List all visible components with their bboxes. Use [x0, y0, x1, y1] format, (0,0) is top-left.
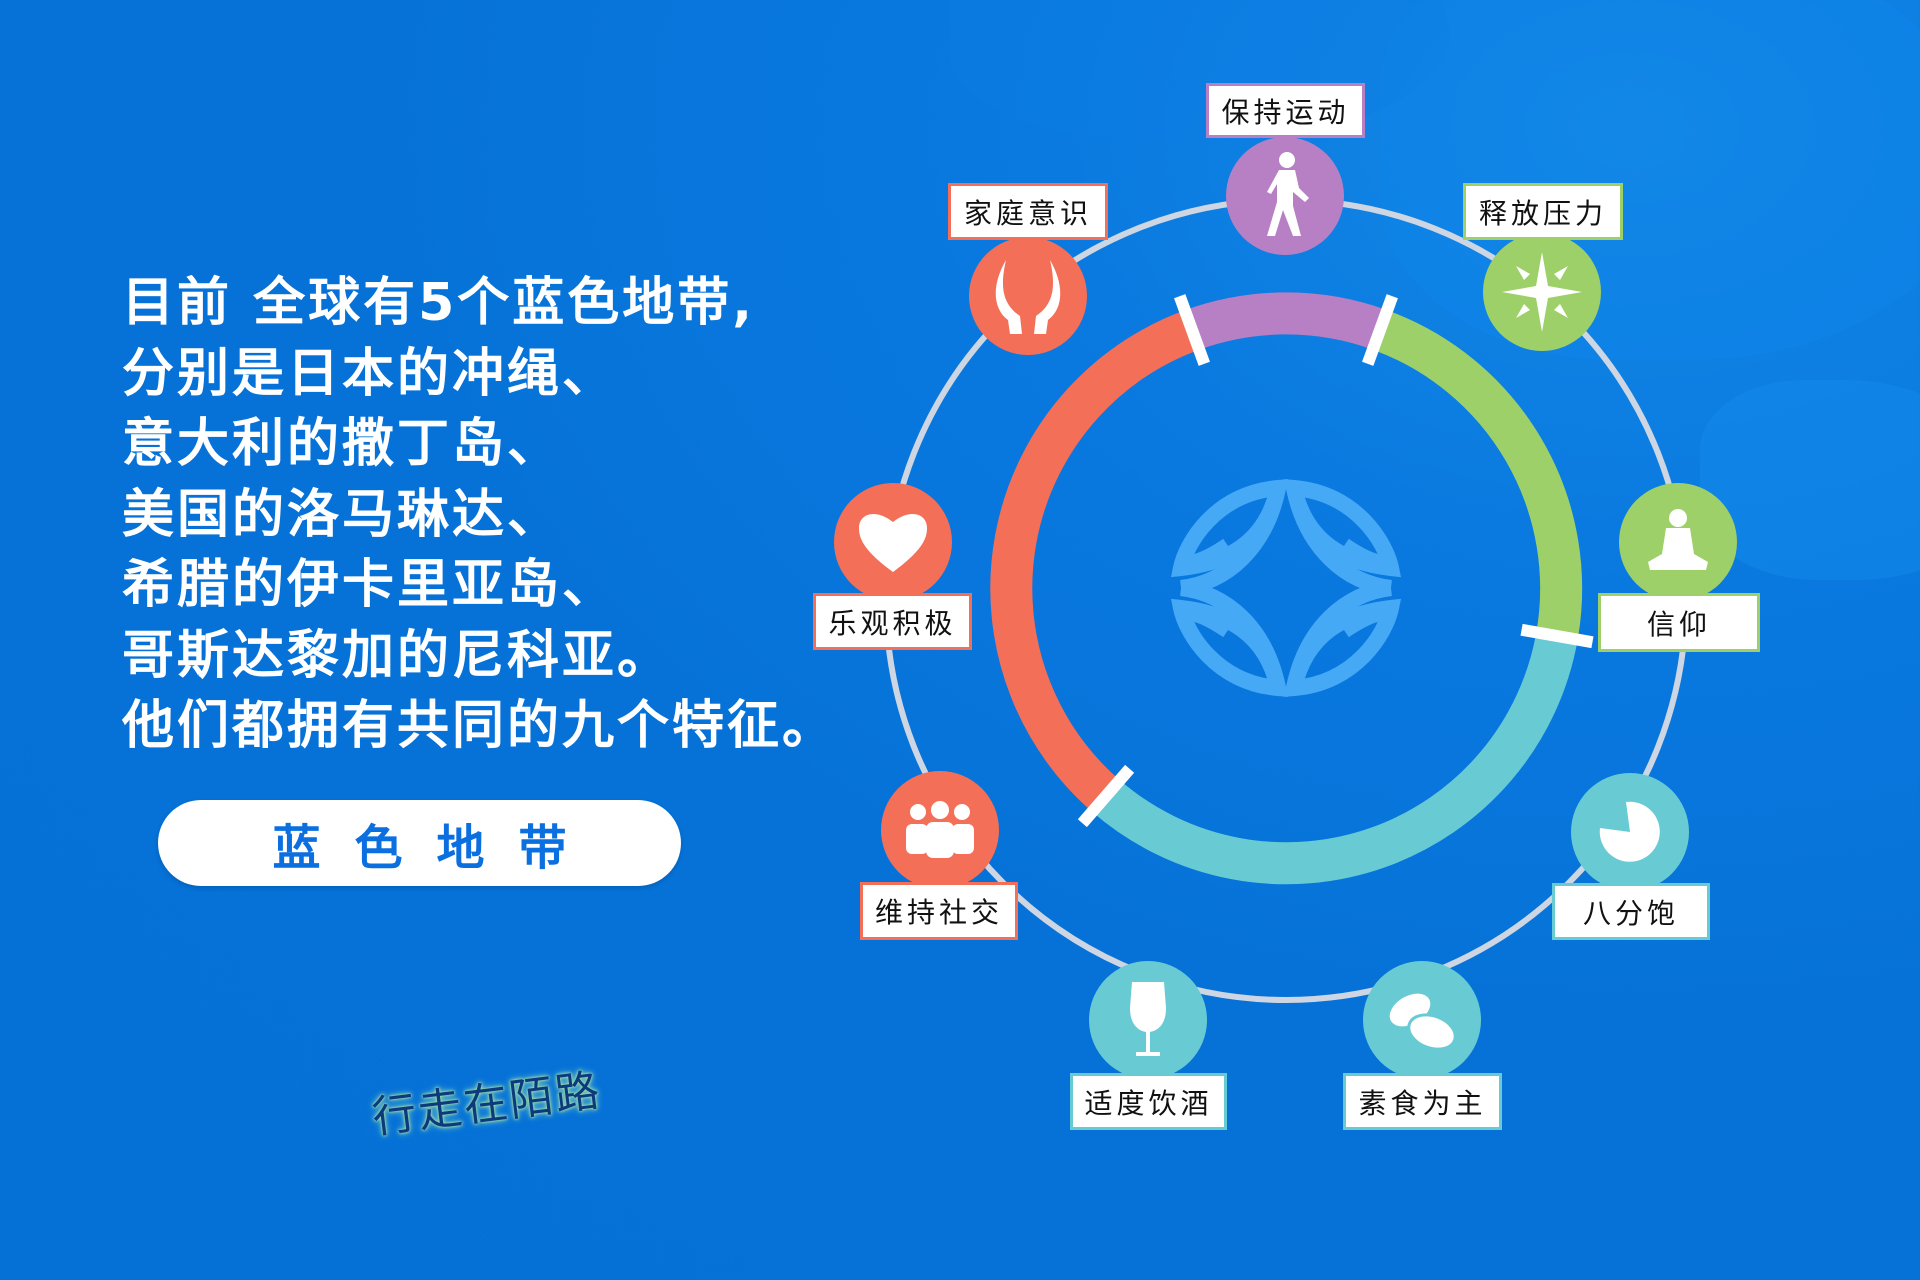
sparkle-star-icon — [1502, 252, 1582, 332]
node-label-social: 维持社交 — [860, 882, 1018, 940]
intro-line: 希腊的伊卡里亚岛、 — [122, 555, 618, 615]
meditation-icon — [1648, 509, 1708, 570]
node-label-exercise: 保持运动 — [1206, 83, 1365, 138]
walking-person-icon — [1267, 152, 1309, 236]
ring-dividers — [1077, 294, 1594, 828]
intro-line: 美国的洛马琳达、 — [122, 484, 563, 545]
node-label-family: 家庭意识 — [948, 183, 1108, 240]
intro-line: 目前 全球有5个蓝色地带, — [122, 273, 756, 333]
ring-divider — [1520, 623, 1594, 649]
beans-icon — [1389, 993, 1457, 1051]
pill-label: 蓝色地带 — [272, 820, 601, 876]
blue-zone-title-pill: 蓝色地带 — [158, 800, 681, 886]
intro-line: 分别是日本的冲绳、 — [122, 343, 618, 404]
background-map-shape — [1380, 0, 1920, 360]
caring-hands-icon — [995, 260, 1061, 334]
wine-glass-icon — [1130, 982, 1166, 1056]
node-label-wine: 适度饮酒 — [1070, 1073, 1227, 1130]
ring-segment-green — [1372, 310, 1583, 640]
node-label-portion: 八分饱 — [1552, 883, 1710, 940]
pie-portion-icon — [1599, 801, 1660, 862]
intro-line: 哥斯达黎加的尼科亚。 — [122, 625, 673, 686]
blue-zones-leaf-logo-icon — [1171, 479, 1401, 697]
node-circle-family — [969, 237, 1087, 355]
ring-segment-purple — [1184, 292, 1388, 350]
ring-divider — [1362, 294, 1398, 366]
node-label-plant: 素食为主 — [1343, 1073, 1502, 1130]
intro-line: 他们都拥有共同的九个特征。 — [122, 696, 838, 756]
people-group-icon — [906, 801, 974, 858]
intro-text: 目前 全球有5个蓝色地带, 分别是日本的冲绳、 意大利的撒丁岛、 美国的洛马琳达… — [122, 268, 837, 762]
ring-segment-teal — [1092, 632, 1578, 885]
heart-icon — [859, 514, 927, 572]
ring-divider — [1077, 764, 1135, 828]
ring-divider — [1174, 294, 1210, 366]
intro-line: 意大利的撒丁岛、 — [122, 414, 563, 474]
node-label-faith: 信仰 — [1598, 593, 1760, 652]
ring-segment-red — [990, 310, 1200, 812]
node-label-stress: 释放压力 — [1463, 183, 1623, 240]
node-label-optimism: 乐观积极 — [813, 593, 972, 650]
ring-segments — [990, 292, 1583, 885]
